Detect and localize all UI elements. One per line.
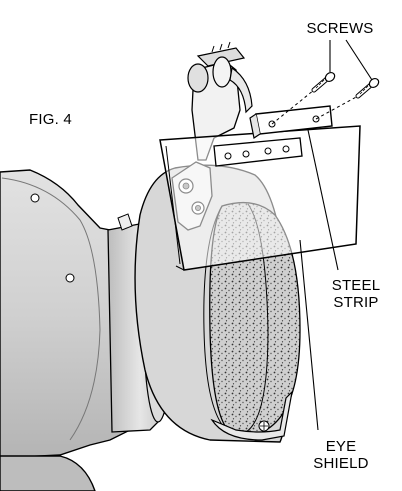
eye-shield-callout: EYE SHIELD: [296, 438, 386, 472]
steel-strip-line-1: STEEL: [331, 277, 381, 294]
alignment-lines: [271, 89, 359, 125]
eye-shield-line-1: EYE: [325, 438, 357, 455]
steel-strip-line-2: STRIP: [333, 294, 379, 311]
screws-callout: SCREWS: [306, 20, 374, 37]
guard-lip: [210, 390, 293, 441]
screw-right: [355, 77, 380, 99]
screw-left: [311, 71, 336, 93]
steel-strip-callout: STEEL STRIP: [316, 277, 396, 311]
shield-clamp-plate: [213, 137, 303, 167]
motor-housing: [0, 169, 131, 491]
eye-shield-line-2: SHIELD: [313, 455, 369, 472]
figure-label: FIG. 4: [29, 111, 72, 128]
leader-lines: [299, 39, 373, 431]
